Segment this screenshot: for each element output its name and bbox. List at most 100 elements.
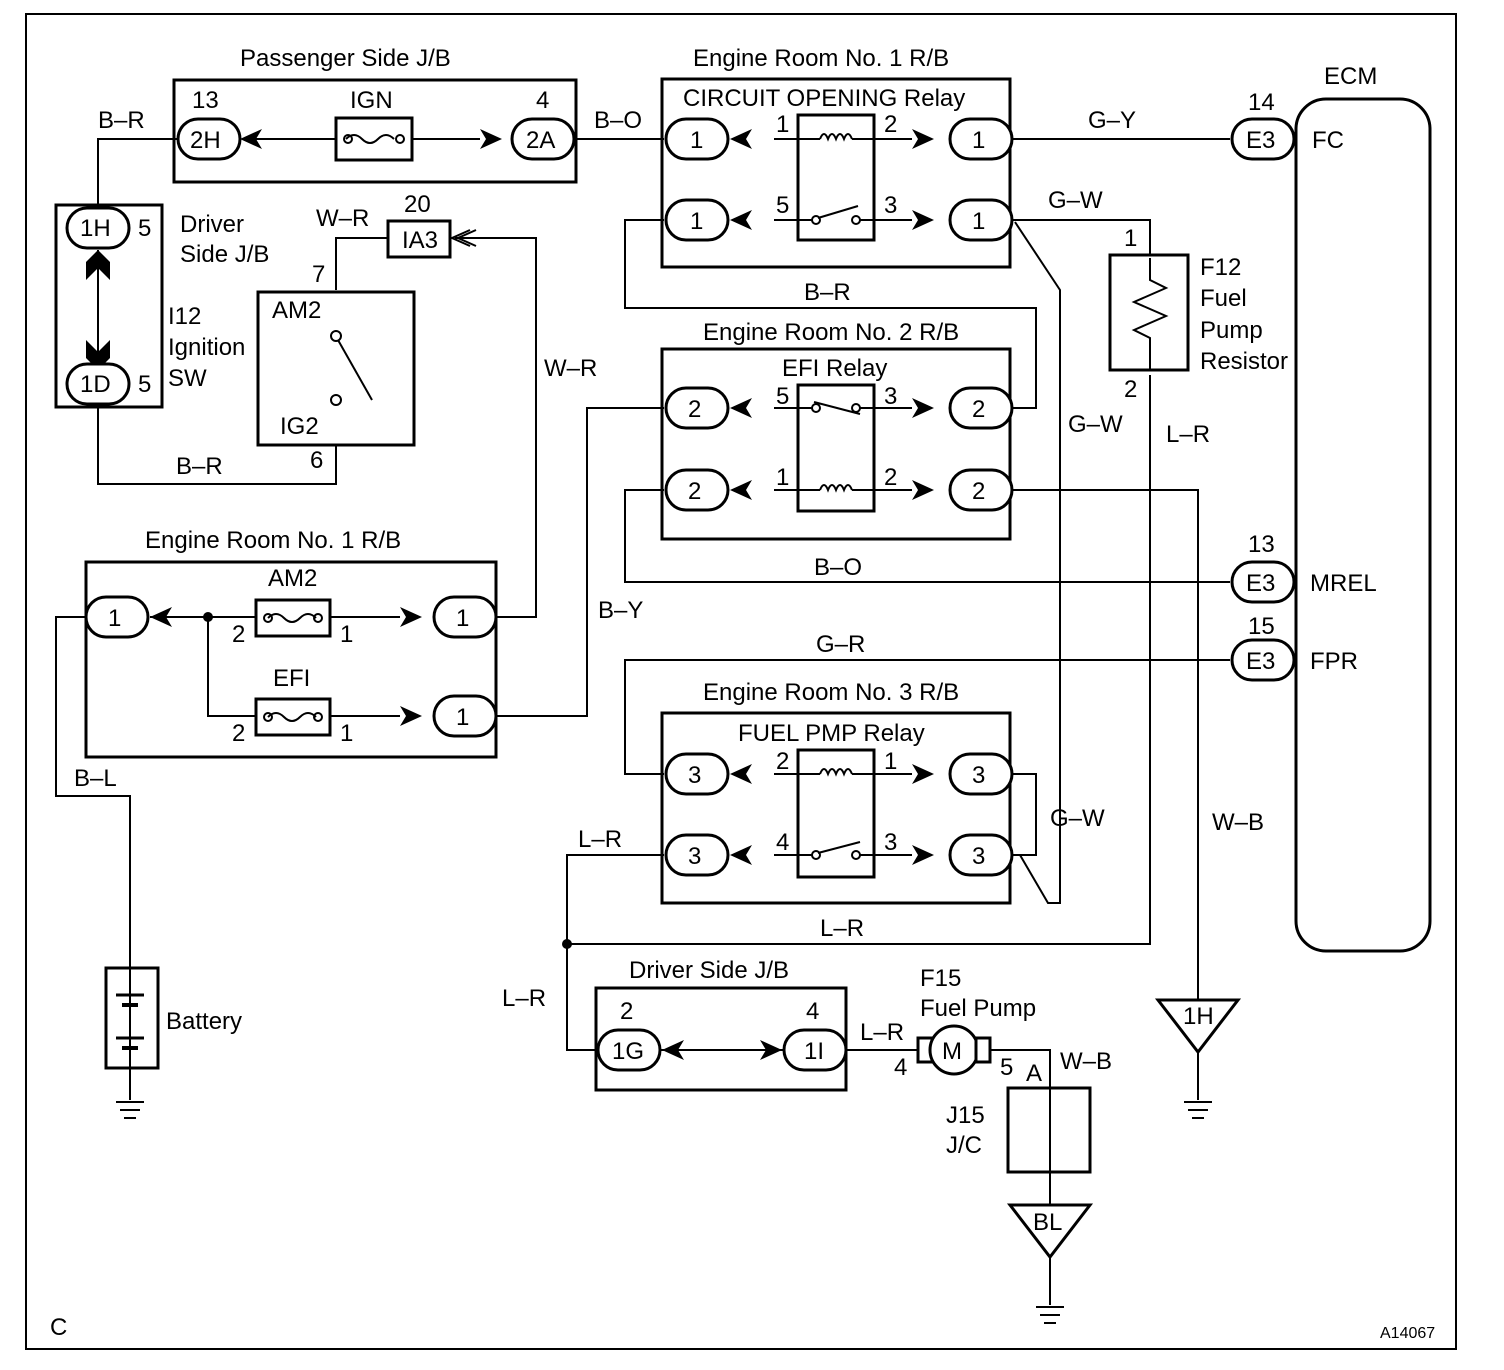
efi-relay-label: EFI Relay	[782, 355, 887, 382]
svg-text:L–R: L–R	[820, 915, 864, 942]
er2-rb-box	[660, 347, 1012, 541]
svg-text:7: 7	[312, 261, 325, 288]
svg-text:1: 1	[690, 208, 703, 235]
svg-text:B–O: B–O	[814, 554, 862, 581]
svg-text:3: 3	[884, 829, 897, 856]
svg-text:B–Y: B–Y	[598, 597, 643, 624]
ignition-sw-label-1: I12	[168, 303, 201, 330]
svg-text:1: 1	[776, 464, 789, 491]
svg-text:1: 1	[340, 621, 353, 648]
er1-rb-bottom-box	[84, 560, 498, 759]
arrow-up-icon	[86, 250, 110, 280]
ecm-pin-mrel-label: MREL	[1310, 570, 1377, 597]
svg-text:B–O: B–O	[594, 107, 642, 134]
svg-text:4: 4	[894, 1054, 907, 1081]
er1-rb-bottom-label: Engine Room No. 1 R/B	[145, 527, 401, 554]
svg-text:E3: E3	[1246, 570, 1275, 597]
battery-label: Battery	[166, 1008, 242, 1035]
svg-text:4: 4	[776, 829, 789, 856]
svg-text:1: 1	[884, 748, 897, 775]
ecm-pin-fc-label: FC	[1312, 127, 1344, 154]
svg-text:G–W: G–W	[1048, 187, 1103, 214]
driver-side-jb-box	[54, 203, 164, 409]
svg-text:5: 5	[138, 215, 151, 242]
driver-jb-bottom-label: Driver Side J/B	[629, 957, 789, 984]
svg-text:1: 1	[340, 720, 353, 747]
svg-text:1: 1	[108, 605, 121, 632]
svg-text:1D: 1D	[80, 371, 111, 398]
ignition-sw-label-3: SW	[168, 365, 207, 392]
svg-text:2: 2	[776, 748, 789, 775]
svg-text:2: 2	[972, 478, 985, 505]
connector-arrows	[150, 129, 934, 1060]
ground-bl-label: BL	[1033, 1209, 1062, 1236]
svg-text:4: 4	[806, 998, 819, 1025]
fuel-pmp-relay-label: FUEL PMP Relay	[738, 720, 925, 747]
wire-labels: B–R B–O G–Y G–W W–R B–R W–R B–R G–W L–R …	[74, 107, 1264, 1075]
driver-jb-side-label-1: Driver	[180, 211, 244, 238]
svg-text:2: 2	[620, 998, 633, 1025]
er3-rb-label: Engine Room No. 3 R/B	[703, 679, 959, 706]
svg-text:2: 2	[884, 464, 897, 491]
svg-text:1: 1	[972, 127, 985, 154]
resistor-label-2: Fuel	[1200, 285, 1247, 312]
svg-text:A: A	[1026, 1060, 1042, 1087]
ecm-label: ECM	[1324, 63, 1377, 90]
er1-rb-top-box	[660, 77, 1012, 269]
svg-text:1: 1	[1124, 225, 1137, 252]
connector-pins: 2H 2A 1H 1D IA3 1 1 1 1 2 2 2 2 1 1 1 3 …	[65, 117, 1296, 1072]
svg-text:B–R: B–R	[804, 279, 851, 306]
svg-text:L–R: L–R	[502, 985, 546, 1012]
svg-text:G–W: G–W	[1050, 805, 1105, 832]
svg-text:W–B: W–B	[1212, 809, 1264, 836]
svg-text:1G: 1G	[612, 1038, 644, 1065]
svg-text:B–R: B–R	[98, 107, 145, 134]
ground-1h-label: 1H	[1183, 1003, 1214, 1030]
svg-text:2: 2	[688, 396, 701, 423]
circuit-opening-relay-body	[796, 113, 876, 242]
wires	[55, 138, 1230, 1305]
efi-fuse-label: EFI	[273, 665, 310, 692]
corner-letter: C	[50, 1314, 67, 1341]
diagram-frame	[25, 13, 1457, 1350]
ground-1h-icon	[1154, 998, 1242, 1055]
jc-box	[1006, 1086, 1092, 1174]
svg-text:5: 5	[1000, 1054, 1013, 1081]
svg-text:2: 2	[232, 720, 245, 747]
passenger-jb-box	[172, 78, 578, 184]
svg-text:20: 20	[404, 191, 431, 218]
svg-text:6: 6	[310, 447, 323, 474]
svg-text:1: 1	[456, 605, 469, 632]
svg-text:5: 5	[138, 371, 151, 398]
svg-text:1: 1	[972, 208, 985, 235]
am2-switch-label: AM2	[272, 297, 321, 324]
svg-text:3: 3	[972, 843, 985, 870]
svg-text:3: 3	[972, 762, 985, 789]
svg-text:2H: 2H	[190, 127, 221, 154]
svg-text:E3: E3	[1246, 648, 1275, 675]
svg-text:1: 1	[690, 127, 703, 154]
svg-text:L–R: L–R	[1166, 421, 1210, 448]
svg-text:5: 5	[776, 383, 789, 410]
svg-text:IA3: IA3	[402, 227, 438, 254]
ig2-switch-label: IG2	[280, 413, 319, 440]
er1-rb-top-label: Engine Room No. 1 R/B	[693, 45, 949, 72]
pin-numbers: 13 4 5 5 7 6 20 1 2 5 3 1 2 5 3 1 2 2 1 …	[138, 87, 1137, 1087]
fuel-pump-label-2: Fuel Pump	[920, 995, 1036, 1022]
ecm-pin-fpr-num: 15	[1248, 613, 1275, 640]
svg-text:1I: 1I	[804, 1038, 824, 1065]
motor-label: M	[942, 1038, 962, 1065]
ecm-pin-fpr-label: FPR	[1310, 648, 1358, 675]
resistor-label-4: Resistor	[1200, 348, 1288, 375]
resistor-label-3: Pump	[1200, 317, 1263, 344]
svg-text:2: 2	[688, 478, 701, 505]
ignition-switch-box	[256, 290, 416, 447]
ecm-box	[1294, 97, 1432, 953]
svg-text:1: 1	[776, 111, 789, 138]
am2-fuse	[254, 598, 332, 638]
svg-text:3: 3	[884, 383, 897, 410]
efi-fuse	[254, 697, 332, 737]
splice-dot	[203, 612, 213, 622]
efi-relay-body	[796, 383, 876, 513]
svg-text:L–R: L–R	[860, 1019, 904, 1046]
